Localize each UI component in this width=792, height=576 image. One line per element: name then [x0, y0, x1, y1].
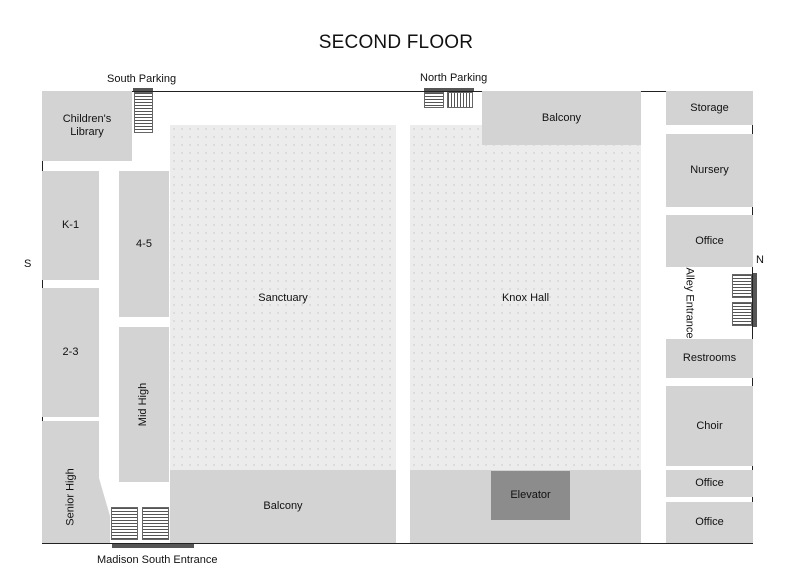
room-knox-hall: Knox Hall: [410, 125, 641, 470]
room-mid-high: Mid High: [119, 327, 169, 482]
room-label: 2-3: [62, 346, 79, 358]
room-balcony-north: Balcony: [482, 91, 641, 145]
senior-high-polygon: [42, 421, 110, 543]
room-4-5: 4-5: [119, 171, 169, 317]
room-choir: Choir: [666, 386, 753, 466]
room-office-2: Office: [666, 470, 753, 497]
room-childrens-library: Children's Library: [42, 91, 132, 161]
room-label: Balcony: [541, 111, 582, 124]
label-alley-entrance: Alley Entrance: [683, 267, 695, 339]
room-sanctuary: Sanctuary: [170, 125, 396, 470]
room-senior-high: Senior High: [42, 421, 99, 543]
label-south-parking: South Parking: [107, 73, 177, 85]
room-k1: K-1: [42, 171, 99, 280]
stairs-north-parking-right: [447, 92, 473, 108]
room-label: Senior High: [64, 468, 77, 526]
room-label: Balcony: [263, 500, 303, 512]
label-madison-south-entrance: Madison South Entrance: [97, 554, 218, 566]
room-balcony-south: Balcony: [170, 470, 396, 543]
room-label: Children's Library: [62, 113, 112, 138]
stairs-madison-right: [142, 507, 169, 540]
door-alley-entrance: [753, 273, 757, 327]
room-nursery: Nursery: [666, 134, 753, 207]
stairs-alley-top: [732, 274, 752, 298]
compass-south: S: [24, 258, 32, 270]
compass-north: N: [756, 254, 764, 266]
room-2-3: 2-3: [42, 288, 99, 417]
room-storage: Storage: [666, 91, 753, 125]
door-north-parking: [424, 88, 474, 91]
stairs-south-parking: [134, 92, 153, 133]
stairs-madison-left: [111, 507, 138, 540]
room-label: Storage: [690, 101, 729, 114]
room-label: 4-5: [136, 237, 152, 250]
room-label: Restrooms: [682, 352, 737, 364]
room-office-3: Office: [666, 502, 753, 543]
room-office-1: Office: [666, 215, 753, 267]
room-label: Office: [695, 477, 724, 489]
room-label: Office: [695, 234, 724, 247]
stairs-alley-bottom: [732, 302, 752, 326]
room-label: Elevator: [510, 489, 551, 501]
door-south-parking: [133, 88, 153, 91]
room-label: Nursery: [690, 164, 729, 176]
label-north-parking: North Parking: [420, 72, 488, 84]
room-label: Sanctuary: [258, 291, 308, 304]
room-restrooms: Restrooms: [666, 339, 753, 378]
room-elevator: Elevator: [491, 471, 570, 520]
door-madison-south-entrance: [112, 544, 194, 548]
floor-plan-title: SECOND FLOOR: [318, 32, 474, 53]
stairs-north-parking-left: [424, 92, 444, 108]
room-label: Choir: [696, 419, 723, 432]
room-label: Knox Hall: [501, 291, 550, 304]
room-label: K-1: [61, 219, 80, 231]
room-label: Office: [695, 516, 724, 528]
